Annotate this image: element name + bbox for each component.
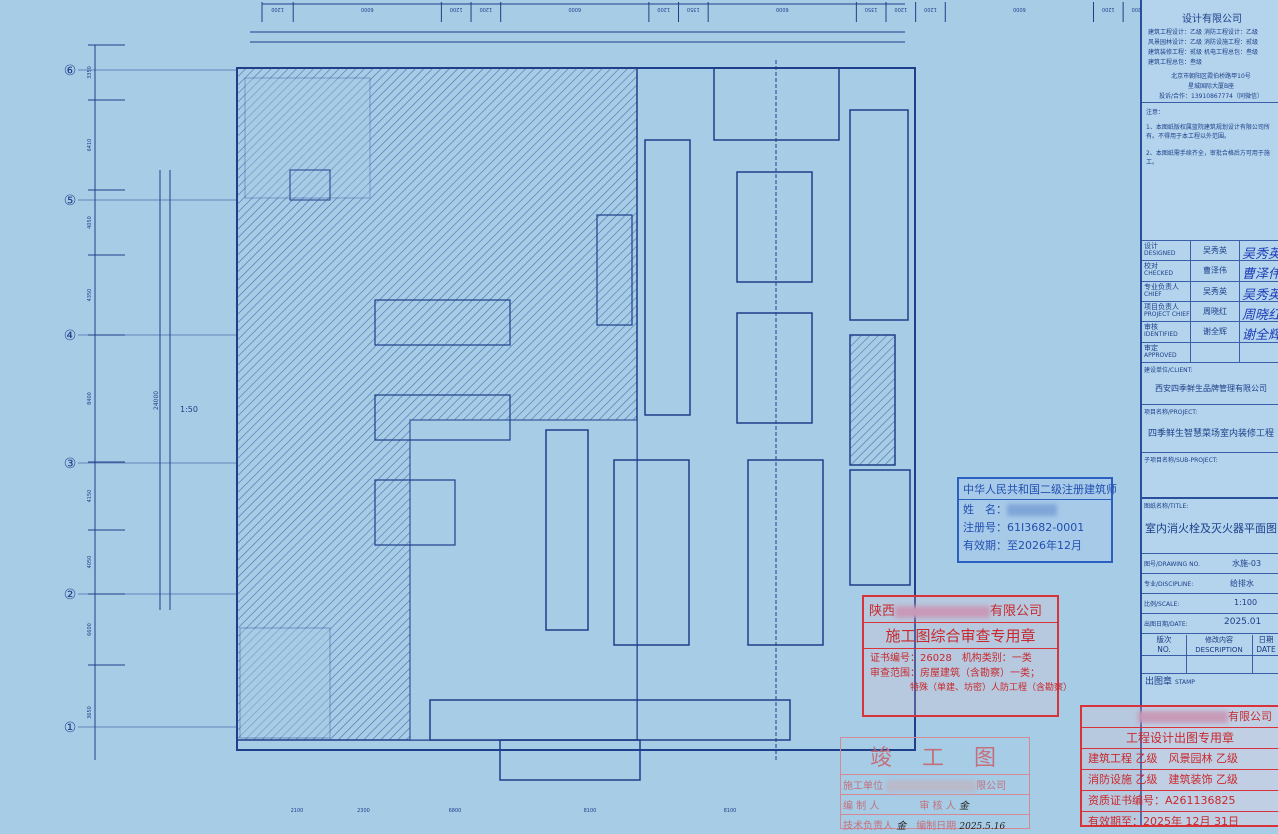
slope-label: 1:50	[180, 405, 198, 414]
dimension-label: 1200	[924, 6, 937, 12]
address-line1: 北京市朝阳区霞伯桥路甲10号	[1171, 73, 1251, 80]
signature: 周晓红	[1242, 307, 1278, 323]
project-name: 四季鲜生智慧菜场室内装修工程	[1147, 429, 1274, 439]
dimension-label: 3350	[87, 66, 93, 79]
signature: 吴秀英	[1242, 287, 1278, 303]
title-section: 图纸名称/TITLE: 室内消火栓及灭火器平面图	[1142, 497, 1278, 553]
review-stamp: 陕西有限公司 施工图综合审查专用章 证书编号：26028 机构类别：一类 审查范…	[862, 595, 1072, 717]
signature: 谢全辉	[1242, 328, 1278, 344]
title-block: 设计有限公司 建筑工程设计：乙级 消防工程设计：乙级 风景园林设计：乙级 消防设…	[1140, 0, 1278, 827]
dimension-label: 1350	[865, 6, 878, 12]
dimension-label: 2300	[357, 808, 370, 814]
dimension-label: 1200	[657, 6, 670, 12]
dimension-label: 6800	[449, 808, 462, 814]
dimension-label: 1200	[271, 6, 284, 12]
project-section: 项目名称/PROJECT: 四季鲜生智慧菜场室内装修工程	[1142, 404, 1278, 452]
grid-axis-label: ②	[64, 587, 77, 603]
scale-row: 比例/SCALE: 1:100	[1142, 593, 1278, 613]
client-section: 建设单位/CLIENT: 西安四季鲜生品牌管理有限公司	[1142, 362, 1278, 404]
left-dimension-line: 3350 6410 4050 4350 8400 4150 4050 6600 3650 2400…	[87, 44, 737, 814]
drawing-no: 水施-03	[1232, 559, 1262, 568]
dimension-label: 6000	[1013, 6, 1026, 12]
overall-dimension: 24000	[153, 391, 160, 410]
dimension-label: 6600	[87, 623, 93, 636]
address-line2: 星城国际大厦B座	[1187, 83, 1235, 90]
top-dimension-line: 1200 6000 1200 1200 6000 1200 1350 6000 1350 1200…	[261, 2, 1140, 22]
discipline-row: 专业/DISCIPLINE: 给排水	[1142, 573, 1278, 593]
dimension-label: 6410	[87, 139, 93, 152]
architect-stamp: 中华人民共和国二级注册建筑师 姓 名： 注册号：61I3682-0001 有效期…	[957, 477, 1117, 563]
dimension-label: 8400	[87, 392, 93, 405]
grid-axis-label: ⑤	[64, 193, 77, 209]
subproject-section: 子项目名称/SUB-PROJECT:	[1142, 452, 1278, 497]
dimension-label: 1200	[894, 6, 907, 12]
signature: 吴秀英	[1242, 247, 1278, 262]
as-built-stamp: 竣 工 图 施工单位 限公司 编 制 人 审 核 人 金 技术负责人 金 编制日…	[840, 737, 1030, 832]
grid-axis-label: ⑥	[64, 63, 77, 79]
contact: 投诉/合作：13910867774（同微信）	[1158, 93, 1263, 100]
signature: 曹泽伟	[1242, 267, 1278, 283]
grid-axes: ① ② ③ ④ ⑤ ⑥	[64, 63, 237, 736]
grid-axis-label: ④	[64, 328, 77, 344]
client-name: 西安四季鲜生品牌管理有限公司	[1155, 384, 1267, 393]
grid-axis-label: ③	[64, 456, 77, 472]
drawing-no-row: 图号/DRAWING NO. 水施-03	[1142, 553, 1278, 573]
dimension-label: 4050	[87, 556, 93, 569]
floor-plan-drawing: 1200 6000 1200 1200 6000 1200 1350 6000 1350 1200…	[64, 2, 1140, 814]
design-stamp: 有限公司 工程设计出图专用章 建筑工程 乙级 风景园林 乙级 消防设施 乙级 建…	[1080, 705, 1278, 828]
dimension-label: 1200	[450, 6, 463, 12]
dimension-label: 8100	[724, 808, 737, 814]
dimension-label: 6000	[568, 6, 581, 12]
dimension-label: 6000	[776, 6, 789, 12]
drawing-title: 室内消火栓及灭火器平面图	[1145, 522, 1277, 535]
date-row: 出图日期/DATE: 2025.01	[1142, 613, 1278, 633]
design-company-name: 设计有限公司	[1182, 14, 1242, 25]
dimension-label: 1200	[1132, 6, 1140, 12]
dimension-label: 4350	[87, 289, 93, 302]
dimension-label: 4150	[87, 490, 93, 503]
notes: 注意： 1、本图纸版权属蓝院建筑规划设计有限公司所有。不得用于本工程以外范围。 …	[1142, 102, 1278, 240]
grid-axis-label: ①	[64, 720, 77, 736]
dimension-label: 1350	[687, 6, 700, 12]
dimension-label: 1200	[479, 6, 492, 12]
dimension-label: 6000	[361, 6, 374, 12]
qualifications: 建筑工程设计：乙级 消防工程设计：乙级 风景园林设计：乙级 消防设施工程：贰级 …	[1148, 29, 1258, 66]
dimension-label: 4050	[87, 216, 93, 229]
dimension-label: 2100	[291, 808, 304, 814]
dimension-label: 1200	[1102, 6, 1115, 12]
dimension-label: 8100	[584, 808, 597, 814]
dimension-label: 3650	[87, 706, 93, 719]
